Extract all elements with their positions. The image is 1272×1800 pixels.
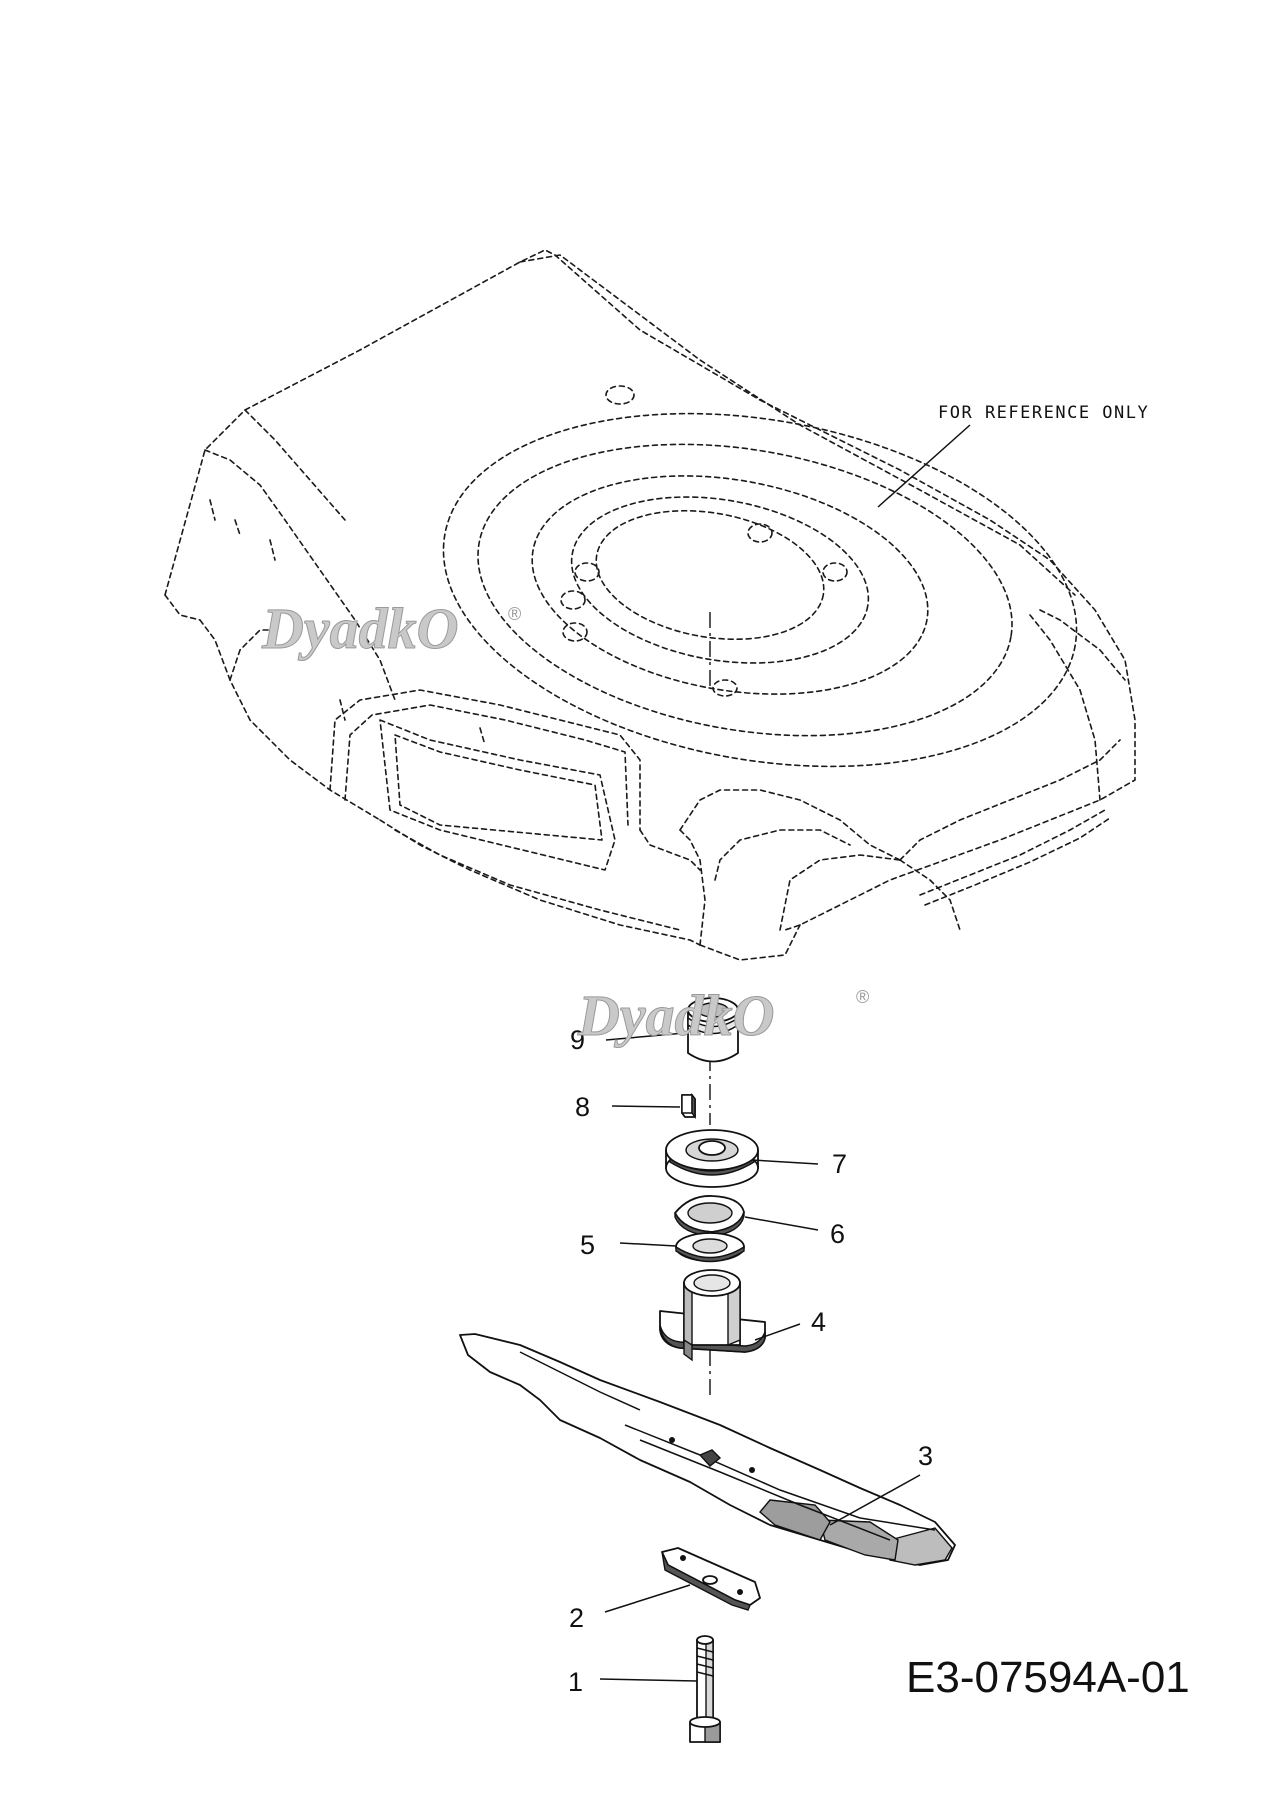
reference-leader — [877, 424, 971, 508]
watermark-text: DyadkO — [261, 596, 459, 661]
watermark-text: DyadkO — [577, 983, 775, 1048]
part-6-washer — [674, 1195, 745, 1237]
watermark-registered-mark: ® — [856, 987, 869, 1007]
part-5-washer — [675, 1232, 745, 1263]
callout-6: 6 — [830, 1219, 845, 1249]
part-8-key — [681, 1092, 696, 1120]
callout-leaders — [599, 1032, 921, 1682]
watermark-lower: DyadkO ® — [577, 983, 870, 1049]
drawing-code: E3-07594A-01 — [906, 1653, 1190, 1702]
callout-5: 5 — [580, 1230, 595, 1260]
callout-1: 1 — [568, 1667, 583, 1697]
callout-3: 3 — [918, 1441, 933, 1471]
part-3-blade — [459, 1333, 956, 1566]
watermark-registered-mark: ® — [508, 604, 521, 624]
part-9-spacer — [687, 997, 739, 1063]
part-7-pulley — [665, 1129, 759, 1188]
callout-8: 8 — [575, 1092, 590, 1122]
callout-4: 4 — [811, 1307, 826, 1337]
watermark-upper: DyadkO ® — [261, 596, 522, 662]
part-1-bolt — [689, 1635, 721, 1743]
callout-2: 2 — [569, 1603, 584, 1633]
callout-7: 7 — [832, 1149, 847, 1179]
part-2-stiffener — [661, 1547, 761, 1611]
part-4-blade-adapter — [659, 1269, 766, 1362]
mower-deck-outline — [164, 249, 1136, 961]
callout-9: 9 — [570, 1025, 585, 1055]
reference-note: FOR REFERENCE ONLY — [938, 403, 1149, 423]
